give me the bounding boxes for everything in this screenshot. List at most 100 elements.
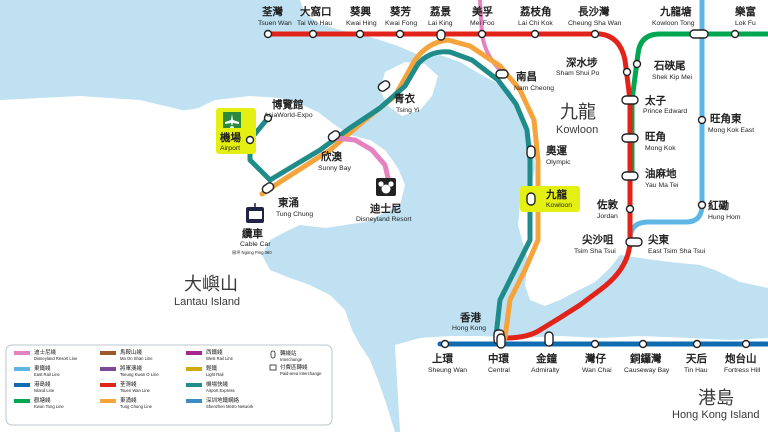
- legend-swatch: [186, 351, 202, 355]
- station-admiralty-marker[interactable]: [544, 331, 554, 347]
- station-tsing-yi-marker[interactable]: [377, 79, 391, 92]
- station-kowloon-tong-marker[interactable]: [689, 29, 709, 39]
- station-sham-shui-po-marker[interactable]: [622, 67, 632, 77]
- region-hk-island-en: Hong Kong Island: [672, 409, 759, 421]
- label-hung-hom-en: Hung Hom: [708, 214, 741, 221]
- station-nam-cheong-marker[interactable]: [495, 69, 509, 79]
- legend-item-en: Kwun Tong Line: [34, 404, 64, 409]
- legend-swatch: [186, 399, 202, 403]
- legend-item-zh: 迪士尼綫: [34, 348, 57, 356]
- station-shek-kip-mei-marker[interactable]: [632, 59, 642, 69]
- station-cheung-sha-wan-marker[interactable]: [590, 29, 600, 39]
- legend-item-en: Disneyland Resort Line: [34, 356, 78, 361]
- legend-swatch: [100, 399, 116, 403]
- station-asiaworld-expo-marker[interactable]: [263, 113, 273, 123]
- label-airport-en: Airport: [220, 145, 240, 152]
- label-mei-foo-zh: 美孚: [472, 5, 493, 18]
- station-lok-fu-marker[interactable]: [730, 29, 740, 39]
- label-jordan-en: Jordan: [597, 213, 618, 220]
- station-mong-kok-east-marker[interactable]: [697, 115, 707, 125]
- label-admiralty-zh: 金鐘: [535, 352, 557, 365]
- label-kowloon-tong-en: Kowloon Tong: [652, 20, 695, 27]
- region-labels: 九龍 Kowloon 大嶼山 Lantau Island 港島 Hong Kon…: [174, 102, 759, 421]
- label-lai-king-en: Lai King: [428, 20, 453, 27]
- legend-item-zh: 西鐵綫: [206, 348, 223, 356]
- legend-swatch: [14, 351, 30, 355]
- station-tin-hau-marker[interactable]: [692, 339, 702, 349]
- label-kwai-hing-en: Kwai Hing: [346, 20, 377, 27]
- legend-item-zh: 東鐵綫: [34, 364, 51, 372]
- station-kwai-fong-marker[interactable]: [395, 29, 405, 39]
- label-mong-kok-zh: 旺角: [645, 130, 666, 143]
- legend-item-en: Tung Chung Line: [120, 404, 153, 409]
- station-sheung-wan-marker[interactable]: [440, 339, 450, 349]
- station-airport-marker[interactable]: [245, 135, 255, 145]
- station-fortress-hill-marker[interactable]: [741, 339, 751, 349]
- station-tung-chung-marker[interactable]: [261, 181, 275, 194]
- legend-item-en: Shenzhen Metro Network: [206, 404, 254, 409]
- region-lantau-zh: 大嶼山: [184, 274, 238, 294]
- label-sunny-bay-zh: 欣澳: [321, 150, 342, 163]
- label-tsim-sha-tsui-en: Tsim Sha Tsui: [574, 248, 616, 255]
- station-jordan-marker[interactable]: [625, 204, 635, 214]
- station-lai-chi-kok-marker[interactable]: [530, 29, 540, 39]
- legend-swatch: [14, 367, 30, 371]
- station-hung-hom-marker[interactable]: [697, 200, 707, 210]
- legend-item-zh: 荃灣綫: [120, 380, 137, 388]
- station-lai-king-marker[interactable]: [436, 29, 446, 41]
- station-labels: 荃灣 Tsuen Wan 大窩口 Tai Wo Hau 葵興 Kwai Hing…: [220, 5, 761, 374]
- legend-item-en: Tsuen Wan Line: [120, 388, 151, 393]
- airplane-icon: [223, 112, 241, 128]
- label-mong-kok-east-en: Mong Kok East: [708, 127, 754, 134]
- label-tung-chung-zh: 東涌: [278, 196, 299, 209]
- legend-paid-zh: 付費區轉綫: [280, 363, 308, 371]
- station-central-marker[interactable]: [496, 333, 506, 349]
- station-sunny-bay-marker[interactable]: [327, 129, 341, 142]
- label-tsing-yi-zh: 青衣: [394, 92, 415, 105]
- station-wan-chai-marker[interactable]: [590, 339, 600, 349]
- station-tsuen-wan-marker[interactable]: [263, 29, 273, 39]
- legend-swatch: [186, 383, 202, 387]
- station-kowloon-marker[interactable]: [526, 192, 536, 206]
- station-prince-edward-marker[interactable]: [621, 95, 639, 105]
- label-tai-wo-hau-zh: 大窩口: [300, 5, 332, 18]
- label-nam-cheong-en: Nam Cheong: [514, 85, 554, 92]
- label-shek-kip-mei-en: Shek Kip Mei: [652, 74, 693, 81]
- label-central-zh: 中環: [488, 352, 509, 365]
- label-east-tsim-sha-tsui-en: East Tsim Sha Tsui: [648, 248, 706, 255]
- label-prince-edward-zh: 太子: [644, 94, 666, 107]
- kowloon-landmass: [300, 0, 768, 306]
- station-tsim-sha-tsui-marker[interactable]: [625, 237, 643, 247]
- label-prince-edward-en: Prince Edward: [643, 108, 687, 115]
- station-mong-kok-marker[interactable]: [621, 133, 639, 143]
- label-causeway-bay-en: Causeway Bay: [624, 367, 670, 374]
- station-kwai-hing-marker[interactable]: [355, 29, 365, 39]
- legend-item-zh: 觀塘綫: [34, 396, 51, 404]
- legend-interchange-zh: 轉綫站: [280, 349, 297, 357]
- label-kowloon-tong-zh: 九龍塘: [659, 5, 692, 18]
- legend-item-zh: 深圳地鐵網絡: [206, 396, 240, 404]
- label-tsim-sha-tsui-zh: 尖沙咀: [582, 233, 614, 246]
- station-tai-wo-hau-marker[interactable]: [308, 29, 318, 39]
- station-olympic-marker[interactable]: [526, 145, 536, 159]
- legend-paid-en: Paid-area Interchange: [280, 371, 322, 376]
- station-yau-ma-tei-marker[interactable]: [621, 171, 639, 181]
- label-cable-car-zh: 纜車: [242, 227, 263, 240]
- label-olympic-zh: 奧運: [545, 144, 567, 157]
- legend-item-en: Light Rail: [206, 372, 224, 377]
- station-causeway-bay-marker[interactable]: [638, 339, 648, 349]
- legend-item-en: Airport Express: [206, 388, 235, 393]
- label-lok-fu-en: Lok Fu: [735, 20, 756, 27]
- label-mong-kok-east-zh: 旺角東: [710, 112, 742, 125]
- region-kowloon-en: Kowloon: [556, 124, 598, 136]
- legend-interchange: 轉綫站 Interchange 付費區轉綫 Paid-area Intercha…: [269, 349, 322, 376]
- station-mei-foo-marker[interactable]: [477, 29, 487, 39]
- legend-item-zh: 將軍澳綫: [120, 364, 143, 372]
- legend-item-zh: 港島綫: [34, 380, 51, 388]
- label-tin-hau-en: Tin Hau: [684, 367, 708, 374]
